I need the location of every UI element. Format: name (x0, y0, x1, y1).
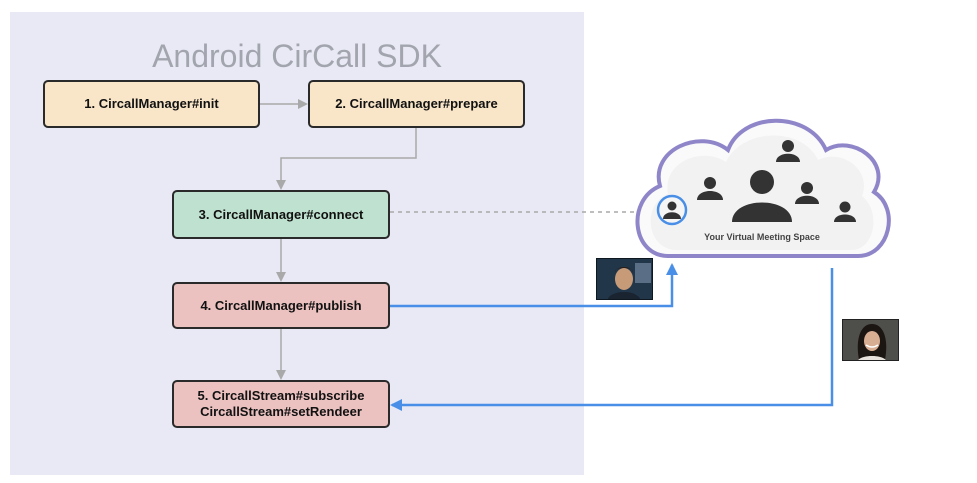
subscribe-stream-arrow (390, 268, 834, 411)
step-label: 3. CircallManager#connect (198, 206, 364, 222)
step-connect-box: 3. CircallManager#connect (172, 190, 390, 239)
step-prepare-box: 2. CircallManager#prepare (308, 80, 525, 128)
publish-stream-arrow (390, 263, 678, 308)
arrow-prepare-to-connect (276, 128, 417, 190)
subscriber-video-thumbnail (842, 319, 899, 361)
step-subscribe-box: 5. CircallStream#subscribe CircallStream… (172, 380, 390, 428)
step-label: 4. CircallManager#publish (200, 297, 362, 313)
person-icon (732, 170, 792, 222)
person-icon (776, 140, 800, 162)
highlighted-person-icon (656, 194, 688, 226)
step-publish-box: 4. CircallManager#publish (172, 282, 390, 329)
person-icon (795, 182, 819, 204)
person-icon (697, 177, 723, 200)
publisher-video-thumbnail (596, 258, 653, 300)
panel-title: Android CirCall SDK (152, 38, 442, 74)
step-init-box: 1. CircallManager#init (43, 80, 260, 128)
step-label: 5. CircallStream#subscribe (197, 388, 365, 403)
step-label-secondary: CircallStream#setRendeer (200, 404, 362, 419)
person-icon (834, 201, 856, 222)
step-label: 1. CircallManager#init (84, 96, 219, 111)
cloud-label: Your Virtual Meeting Space (704, 232, 820, 242)
step-label: 2. CircallManager#prepare (335, 96, 498, 111)
man-avatar-icon (597, 259, 652, 299)
woman-avatar-icon (843, 320, 898, 360)
